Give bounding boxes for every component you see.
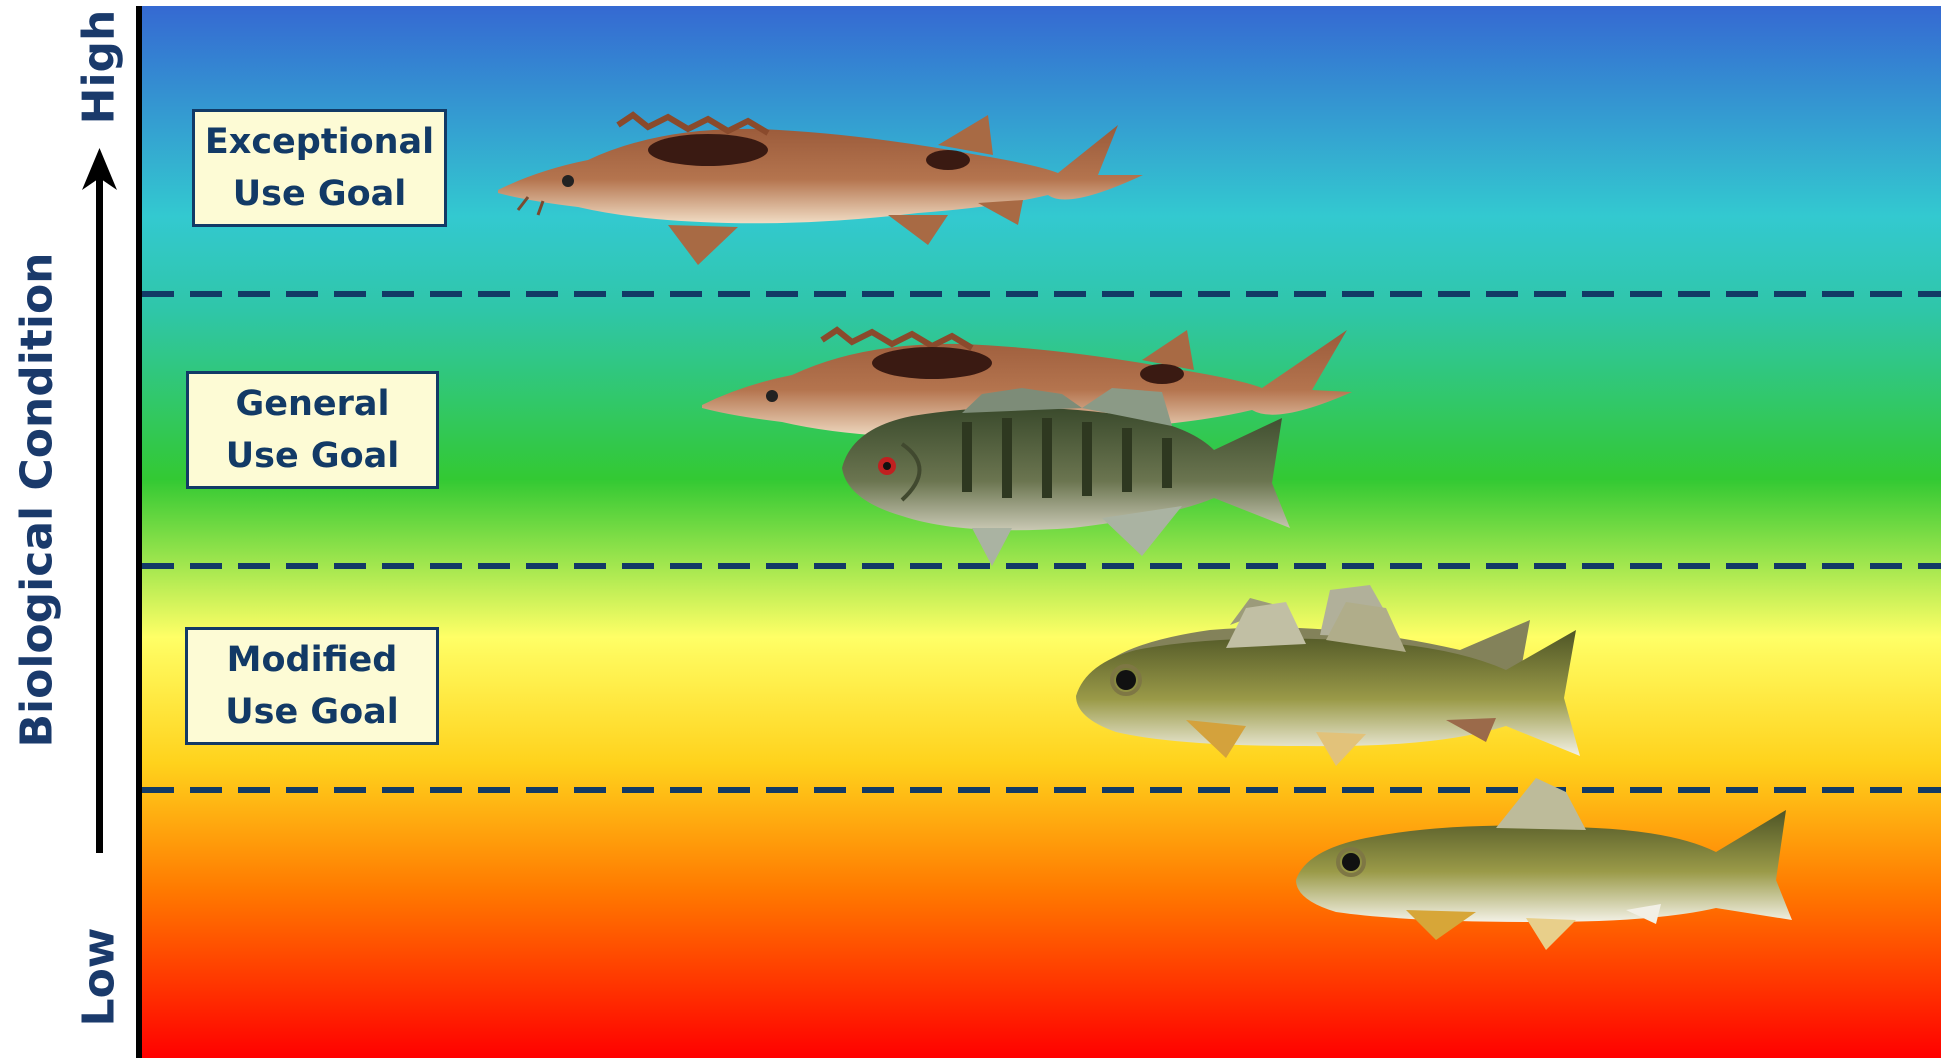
goal-line1: Modified: [227, 634, 398, 686]
axis-title: Biological Condition: [12, 253, 63, 748]
axis-low-label: Low: [74, 928, 125, 1027]
goal-line1: General: [236, 378, 390, 430]
y-axis-line: [136, 6, 142, 1058]
up-arrow-icon: [82, 148, 117, 853]
general-use-goal-box: General Use Goal: [186, 371, 439, 489]
exceptional-use-goal-box: Exceptional Use Goal: [192, 109, 447, 227]
goal-line2: Use Goal: [226, 430, 400, 482]
modified-use-goal-box: Modified Use Goal: [185, 627, 439, 745]
axis-high-label: High: [74, 10, 125, 125]
goal-line2: Use Goal: [225, 686, 399, 738]
goal-line1: Exceptional: [205, 116, 434, 168]
goal-line2: Use Goal: [233, 168, 407, 220]
